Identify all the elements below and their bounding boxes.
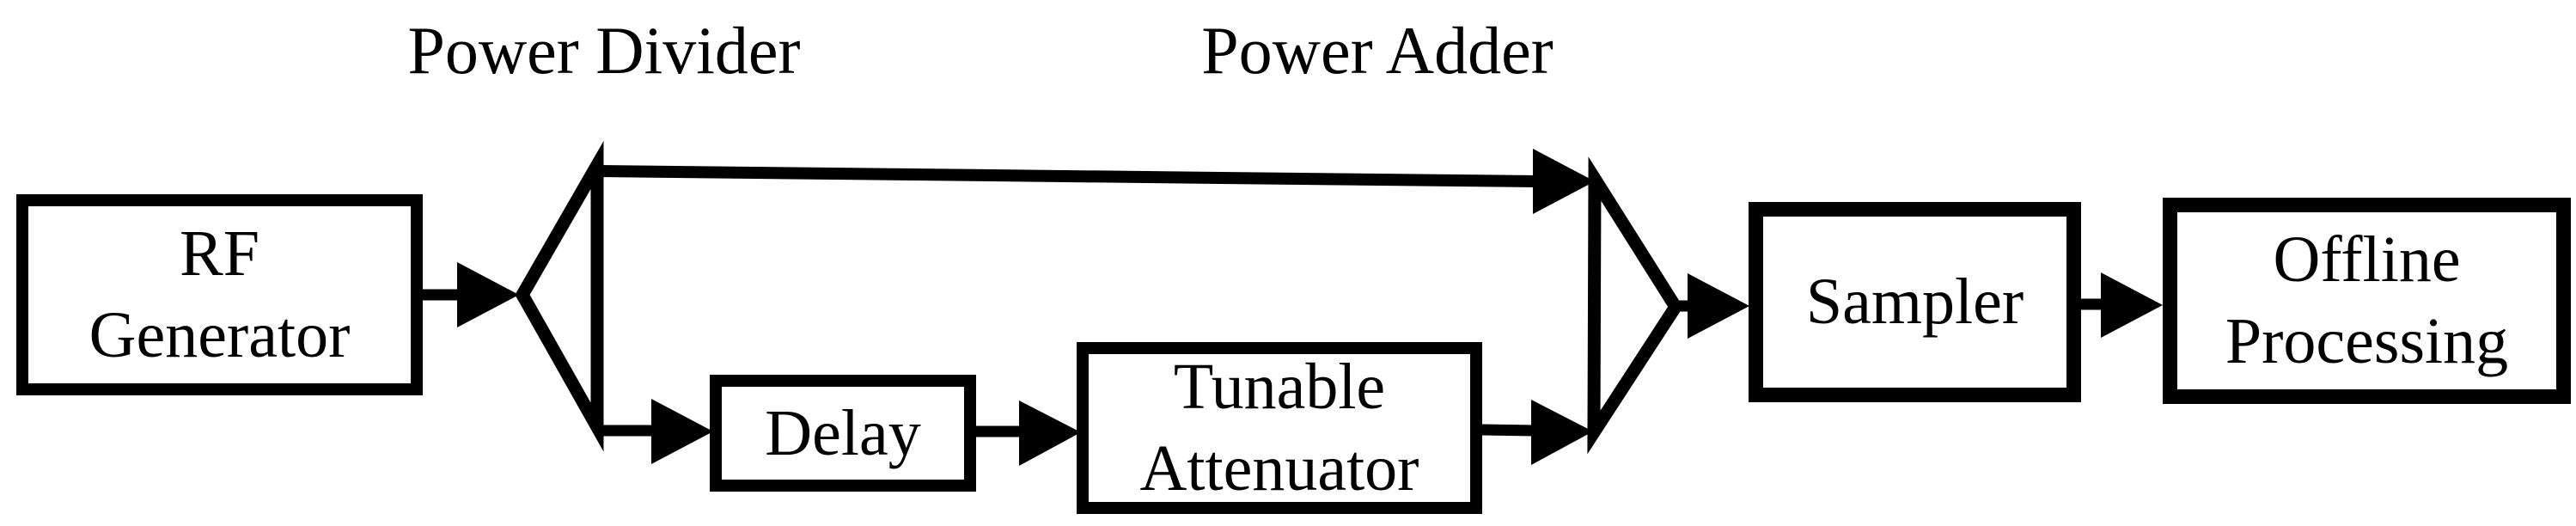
power-divider-symbol-icon — [515, 140, 604, 452]
arrowhead-icon — [2101, 272, 2163, 338]
arrowhead-icon — [457, 262, 519, 327]
divider-to-adder-top-line — [598, 165, 1537, 187]
attenuator-to-adder-line — [1481, 424, 1534, 437]
delay-label: Delay — [765, 396, 921, 469]
arrowhead-icon — [1531, 400, 1593, 465]
sampler-box: Sampler — [1749, 202, 2081, 402]
offline-processing-label-line2: Processing — [2225, 305, 2509, 377]
power-divider-label: Power Divider — [407, 13, 801, 88]
power-adder-label: Power Adder — [1201, 13, 1554, 88]
arrowhead-icon — [651, 399, 713, 464]
rf-generator-label-line2: Generator — [89, 299, 351, 371]
offline-processing-label-line1: Offline — [2273, 223, 2461, 296]
rf-generator-box: RF Generator — [16, 194, 423, 395]
offline-processing-box: Offline Processing — [2163, 198, 2571, 404]
power-adder-symbol-icon — [1587, 156, 1683, 455]
delay-box: Delay — [710, 375, 976, 492]
arrowhead-icon — [1533, 149, 1595, 214]
arrowhead-icon — [1019, 401, 1081, 466]
arrowhead-icon — [1688, 273, 1749, 339]
tunable-attenuator-box: Tunable Attenuator — [1077, 342, 1482, 514]
sampler-label: Sampler — [1805, 266, 2024, 338]
tunable-attenuator-label-line2: Attenuator — [1139, 432, 1419, 505]
tunable-attenuator-label-line1: Tunable — [1173, 351, 1386, 423]
rf-generator-label-line1: RF — [180, 217, 259, 290]
